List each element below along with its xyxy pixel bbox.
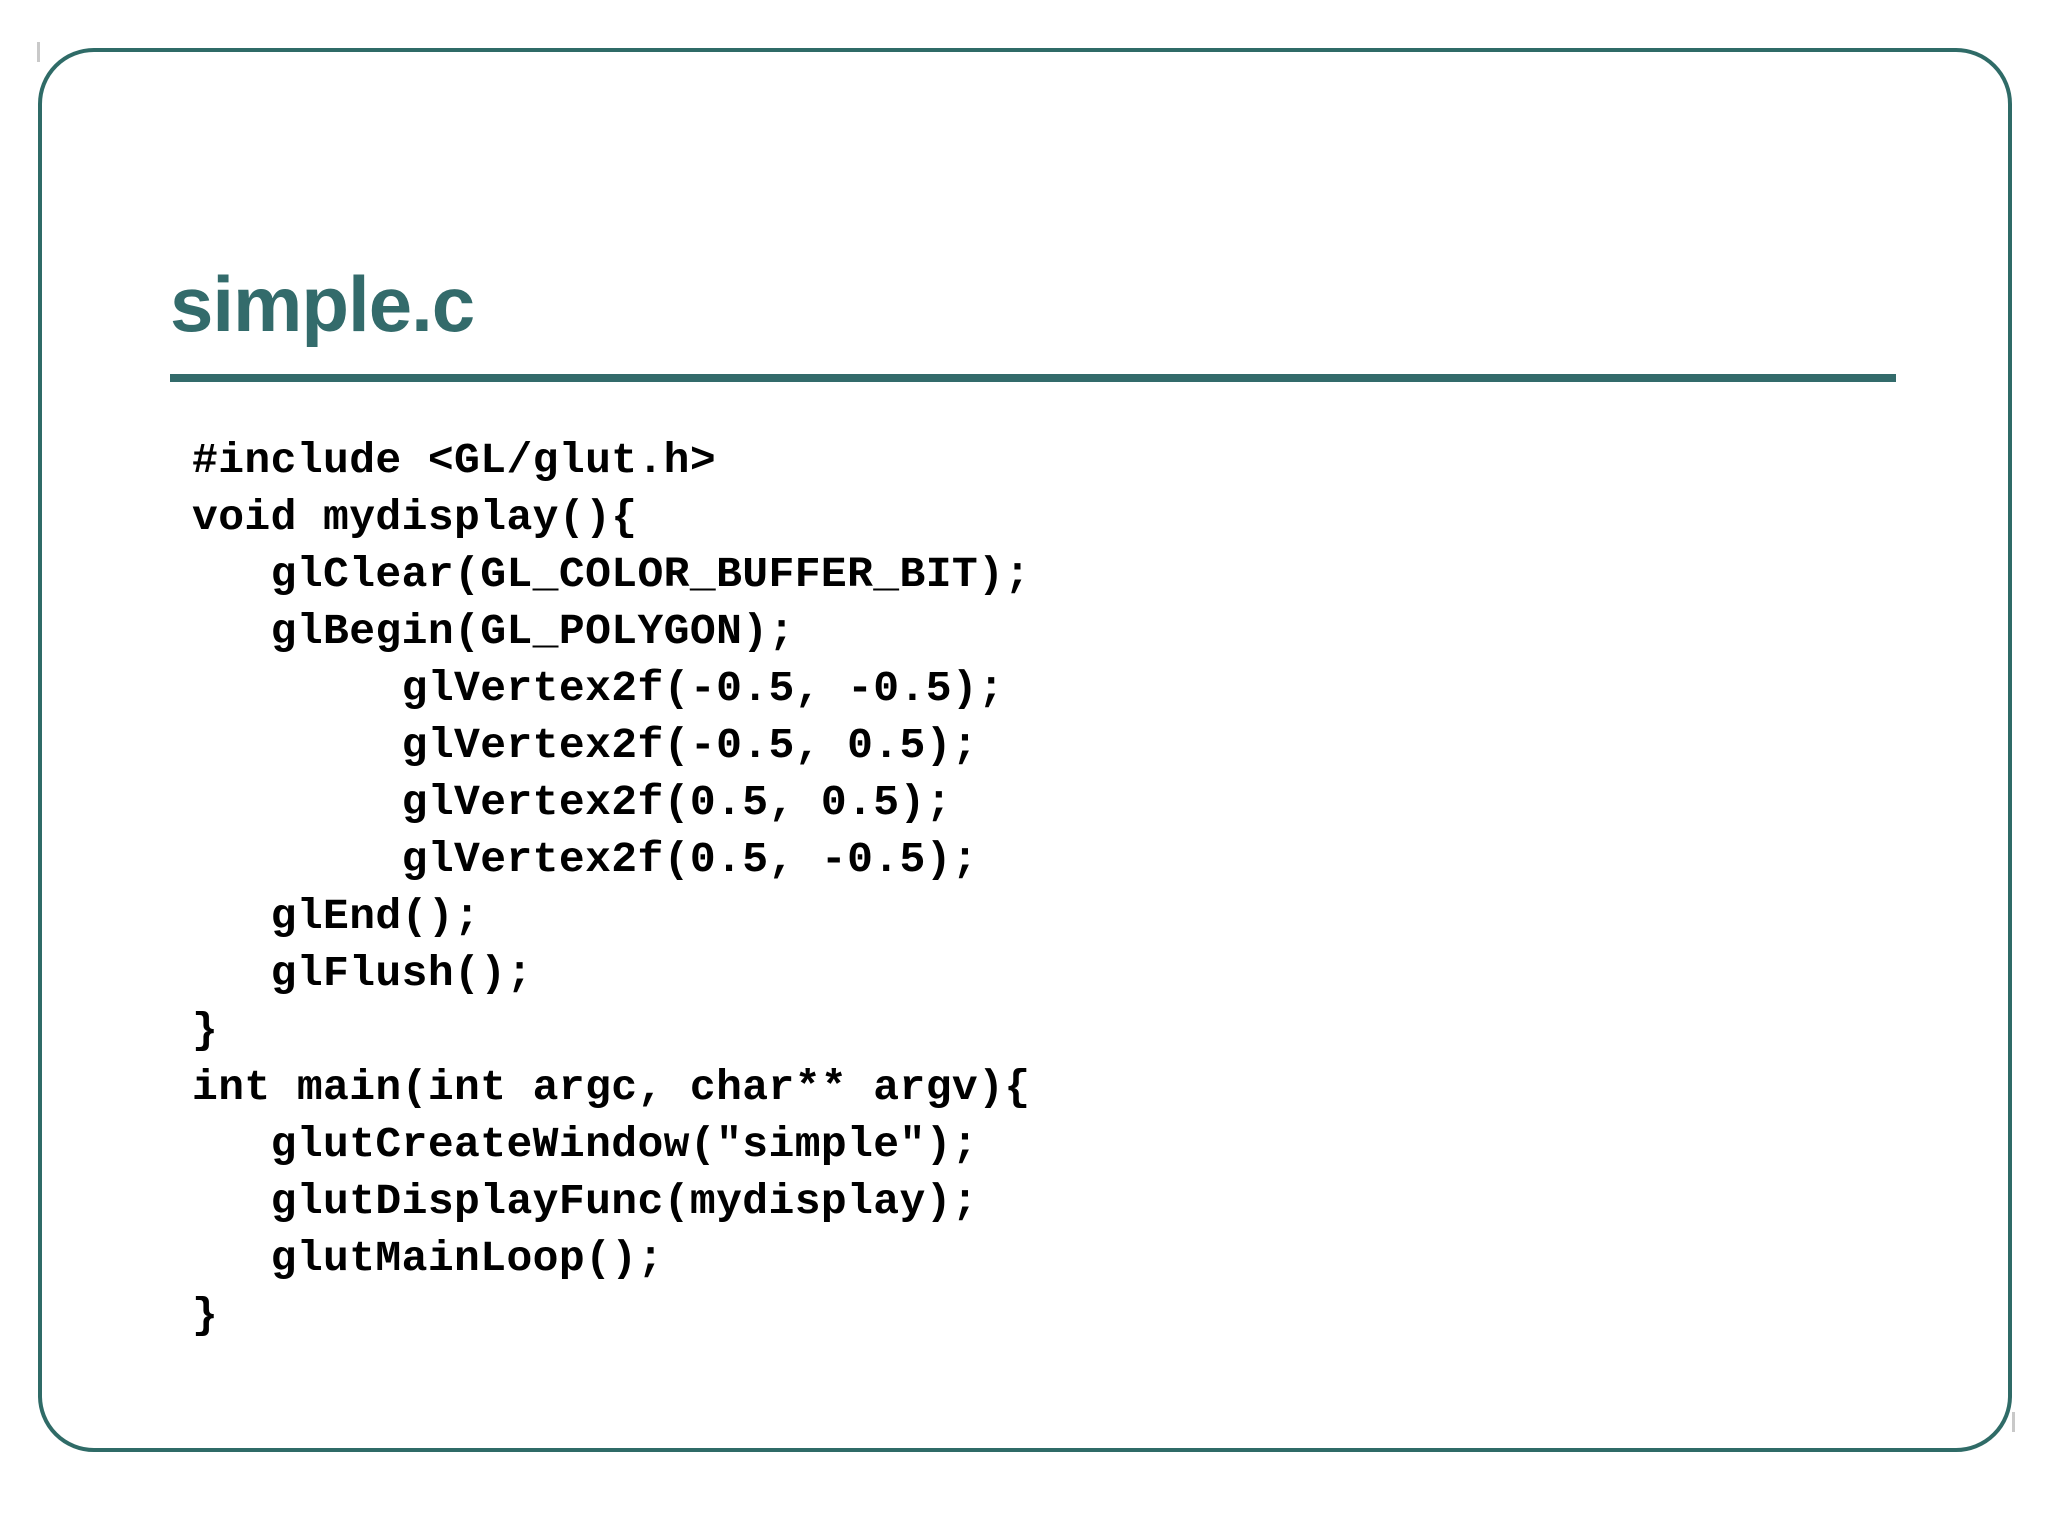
title-block: simple.c: [170, 258, 1900, 382]
slide-border-frame: [38, 48, 2012, 1452]
code-line: void mydisplay(){: [192, 493, 638, 542]
code-line: glBegin(GL_POLYGON);: [192, 607, 795, 656]
code-line: glEnd();: [192, 892, 481, 941]
code-line: glVertex2f(0.5, -0.5);: [192, 835, 979, 884]
code-line: #include <GL/glut.h>: [192, 436, 717, 485]
code-line: }: [192, 1006, 219, 1055]
code-line: glVertex2f(-0.5, -0.5);: [192, 664, 1005, 713]
code-line: glutDisplayFunc(mydisplay);: [192, 1177, 979, 1226]
code-line: }: [192, 1291, 219, 1340]
title-underline-rule: [170, 374, 1896, 382]
code-line: glutCreateWindow("simple");: [192, 1120, 979, 1169]
code-line: glClear(GL_COLOR_BUFFER_BIT);: [192, 550, 1031, 599]
code-line: glVertex2f(-0.5, 0.5);: [192, 721, 979, 770]
code-line: glVertex2f(0.5, 0.5);: [192, 778, 952, 827]
corner-registration-tick-top-left: [37, 42, 40, 62]
page-title: simple.c: [170, 260, 475, 348]
code-line: glFlush();: [192, 949, 533, 998]
code-line: int main(int argc, char** argv){: [192, 1063, 1031, 1112]
corner-registration-tick-bottom-right: [2012, 1412, 2015, 1432]
code-listing: #include <GL/glut.h> void mydisplay(){ g…: [192, 432, 1892, 1344]
code-line: glutMainLoop();: [192, 1234, 664, 1283]
